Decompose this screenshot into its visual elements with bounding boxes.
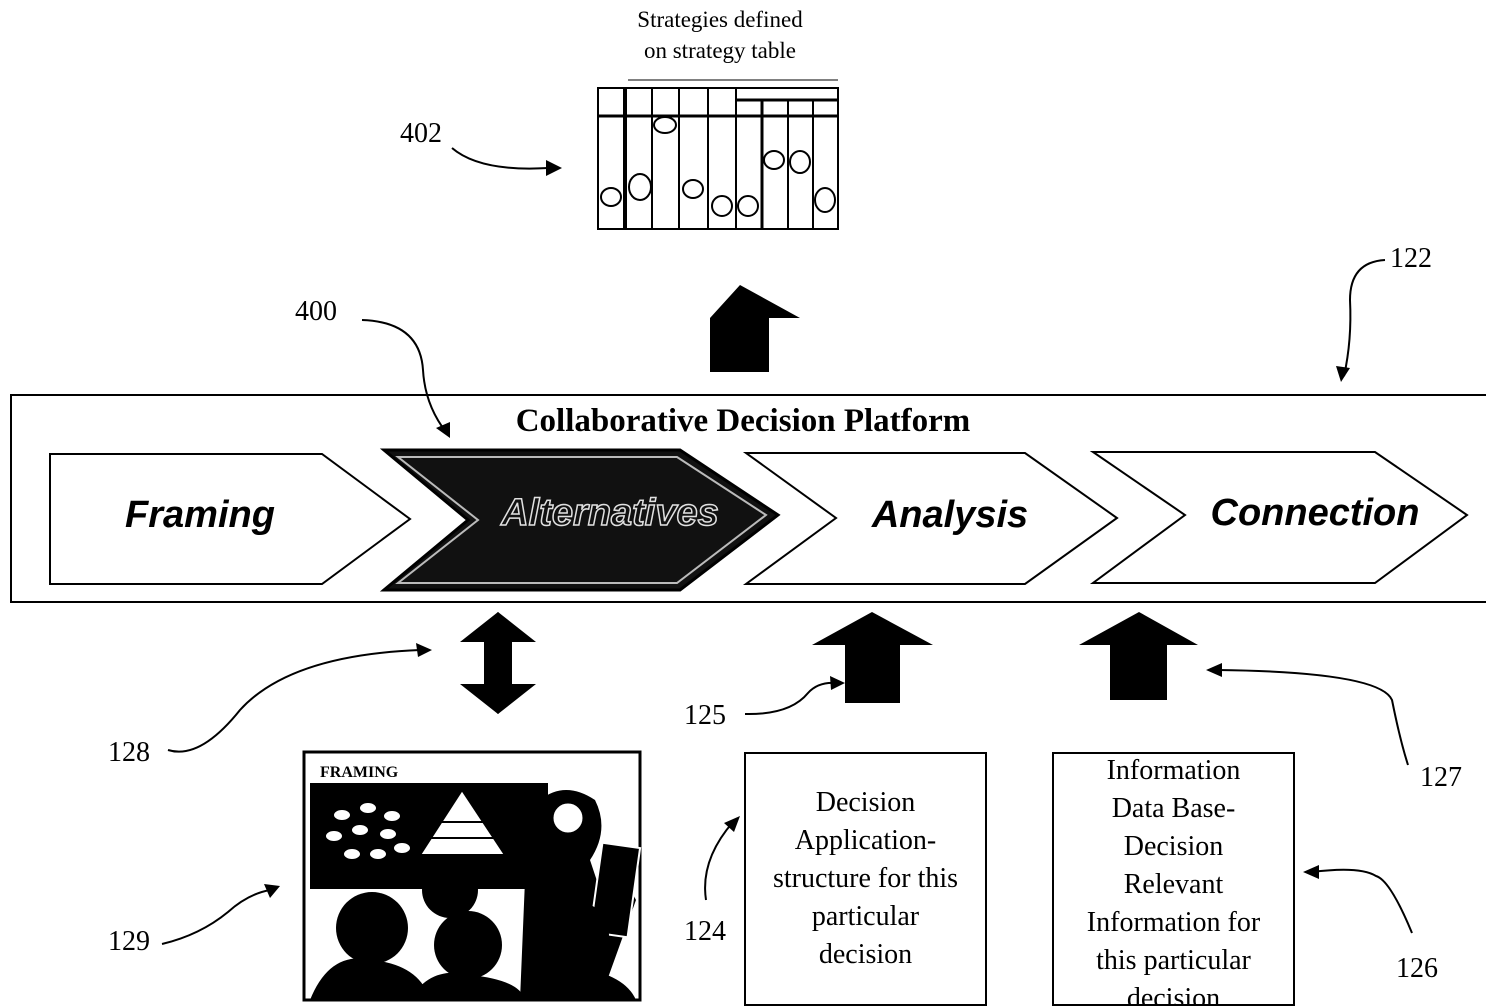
box-line: Decision xyxy=(815,787,916,818)
box-line: Data Base- xyxy=(1111,793,1236,824)
ref-400: 400 xyxy=(295,296,337,327)
ref-122: 122 xyxy=(1390,243,1432,274)
box-line: Information for xyxy=(1086,907,1261,938)
ref-128: 128 xyxy=(108,737,150,768)
chevron-framing xyxy=(49,453,412,585)
arrow-up-to-table xyxy=(710,285,800,372)
stage-label-framing: Framing xyxy=(125,494,275,536)
arrow-up-analysis xyxy=(812,612,933,703)
strategy-table xyxy=(597,79,839,230)
box-line: particular xyxy=(811,901,920,932)
chevron-analysis xyxy=(742,452,1119,585)
box-line: this particular xyxy=(1096,945,1251,976)
ref-127: 127 xyxy=(1420,762,1462,793)
ref-124: 124 xyxy=(684,916,726,947)
caption-line: on strategy table xyxy=(643,38,796,63)
box-line: decision xyxy=(818,939,913,970)
stage-label-connection: Connection xyxy=(1210,492,1420,534)
box-line: Information xyxy=(1106,755,1241,786)
stage-label-analysis: Analysis xyxy=(871,494,1029,536)
decision-application-box: Decision Application- structure for this… xyxy=(744,752,987,1006)
framing-image-label: FRAMING xyxy=(320,764,399,781)
ref-402: 402 xyxy=(400,118,442,149)
chevron-alternatives xyxy=(379,448,781,592)
ref-126: 126 xyxy=(1396,953,1438,984)
platform-title: Collaborative Decision Platform xyxy=(515,403,971,439)
box-line: Application- xyxy=(794,825,937,856)
chevron-connection xyxy=(1089,451,1469,584)
framing-meeting-image xyxy=(302,750,642,1002)
strategy-table-caption: Strategies defined on strategy table xyxy=(560,4,880,66)
ref-125: 125 xyxy=(684,700,726,731)
information-database-box: Information Data Base- Decision Relevant… xyxy=(1052,752,1295,1006)
box-line: structure for this xyxy=(772,863,959,894)
box-line: Decision xyxy=(1123,831,1224,862)
stage-label-alternatives: Alternatives xyxy=(500,491,719,535)
caption-line: Strategies defined xyxy=(637,7,803,32)
arrow-up-connection xyxy=(1079,612,1198,700)
box-line: decision xyxy=(1126,983,1221,1006)
box-line: Relevant xyxy=(1123,869,1224,900)
ref-129: 129 xyxy=(108,926,150,957)
